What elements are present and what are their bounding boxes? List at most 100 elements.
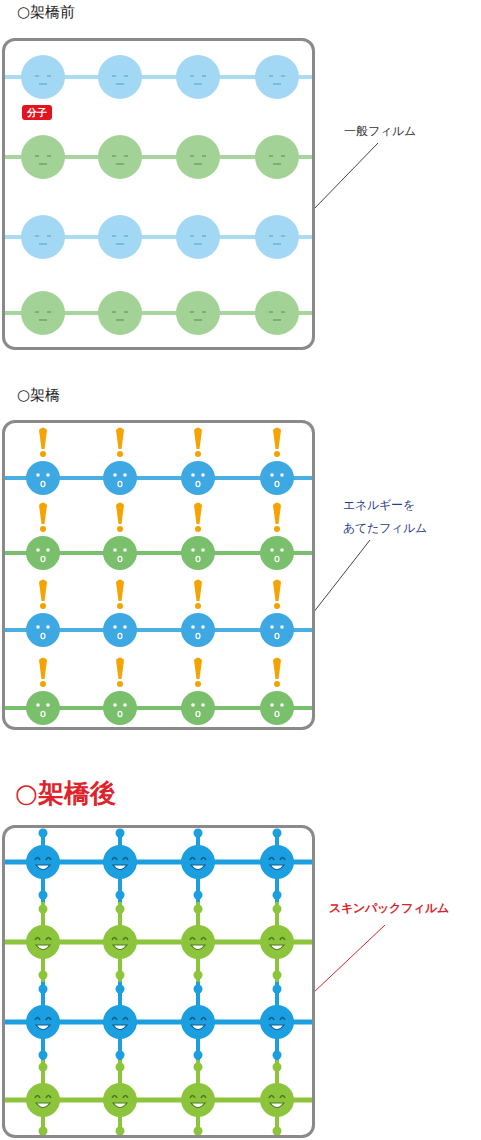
molecule-face — [181, 536, 215, 570]
bond-end — [116, 891, 125, 900]
molecule-face — [181, 461, 215, 495]
panel-heading: ○架橋 — [17, 386, 60, 404]
molecule-face — [181, 925, 215, 959]
bond-end — [194, 971, 203, 980]
panel-after-art — [3, 829, 314, 1136]
bond-end — [116, 905, 125, 914]
bond-end — [273, 829, 282, 838]
molecule-face — [98, 215, 142, 259]
molecule-face — [103, 613, 137, 647]
film-panel: ○架橋前分子 — [2, 38, 315, 350]
callout-label: 一般フィルム — [344, 120, 464, 143]
bond-end — [194, 891, 203, 900]
molecule-face — [26, 1005, 60, 1039]
exclamation-mark — [273, 580, 281, 610]
bond-end — [194, 1063, 203, 1072]
molecule-face — [26, 691, 60, 725]
molecule-face — [21, 291, 65, 335]
bond-end — [273, 1127, 282, 1136]
exclamation-mark — [273, 503, 281, 533]
exclamation-mark — [116, 580, 124, 610]
leader-line — [313, 925, 385, 993]
molecule-face — [260, 845, 294, 879]
callout-label: エネルギーを あてたフィルム — [343, 494, 455, 540]
bond-end — [194, 1051, 203, 1060]
bond-end — [39, 905, 48, 914]
molecule-face — [26, 925, 60, 959]
bond-end — [273, 985, 282, 994]
panel-before-art — [3, 55, 314, 335]
exclamation-mark — [194, 503, 202, 533]
callout-label: スキンパックフィルム — [329, 897, 479, 920]
bond-end — [194, 905, 203, 914]
molecule-badge: 分子 — [22, 105, 52, 120]
bond-end — [39, 985, 48, 994]
molecule-face — [26, 613, 60, 647]
molecule-face — [176, 55, 220, 99]
molecule-face — [181, 845, 215, 879]
bond-end — [273, 971, 282, 980]
panel-crosslinking-art — [3, 428, 314, 726]
molecule-face — [181, 613, 215, 647]
molecule-face — [21, 55, 65, 99]
bond-end — [39, 1063, 48, 1072]
molecule-face — [98, 291, 142, 335]
molecule-face — [260, 461, 294, 495]
molecule-face — [26, 536, 60, 570]
exclamation-mark — [194, 658, 202, 688]
exclamation-mark — [39, 580, 47, 610]
bond-end — [39, 829, 48, 838]
molecule-face — [26, 845, 60, 879]
exclamation-mark — [116, 658, 124, 688]
molecule-face — [176, 135, 220, 179]
badge-text: 分子 — [27, 106, 47, 119]
exclamation-mark — [273, 428, 281, 458]
exclamation-mark — [39, 658, 47, 688]
leader-line — [313, 540, 370, 613]
bond-end — [273, 905, 282, 914]
molecule-face — [181, 1083, 215, 1117]
bond-end — [194, 1127, 203, 1136]
molecule-face — [260, 691, 294, 725]
exclamation-mark — [273, 658, 281, 688]
molecule-face — [103, 1005, 137, 1039]
bond-end — [194, 829, 203, 838]
molecule-face — [255, 135, 299, 179]
bond-end — [39, 1127, 48, 1136]
bond-end — [116, 1051, 125, 1060]
bond-end — [39, 971, 48, 980]
molecule-face — [260, 1005, 294, 1039]
molecule-face — [103, 461, 137, 495]
molecule-face — [176, 215, 220, 259]
exclamation-mark — [194, 428, 202, 458]
film-panel: ○架橋後 — [2, 825, 315, 1138]
molecule-face — [21, 215, 65, 259]
molecule-face — [176, 291, 220, 335]
molecule-face — [255, 291, 299, 335]
exclamation-mark — [116, 428, 124, 458]
molecule-face — [103, 1083, 137, 1117]
panel-heading: ○架橋前 — [17, 3, 75, 21]
exclamation-mark — [194, 580, 202, 610]
molecule-face — [26, 461, 60, 495]
exclamation-mark — [39, 503, 47, 533]
molecule-face — [98, 135, 142, 179]
bond-end — [116, 1127, 125, 1136]
molecule-face — [255, 55, 299, 99]
bond-end — [116, 829, 125, 838]
molecule-face — [26, 1083, 60, 1117]
bond-end — [116, 971, 125, 980]
molecule-face — [181, 1005, 215, 1039]
molecule-face — [98, 55, 142, 99]
bond-end — [273, 1063, 282, 1072]
exclamation-mark — [39, 428, 47, 458]
molecule-face — [103, 925, 137, 959]
molecule-face — [103, 536, 137, 570]
molecule-face — [181, 691, 215, 725]
molecule-face — [21, 135, 65, 179]
exclamation-mark — [116, 503, 124, 533]
bond-end — [39, 891, 48, 900]
film-panel: ○架橋 — [2, 420, 315, 730]
